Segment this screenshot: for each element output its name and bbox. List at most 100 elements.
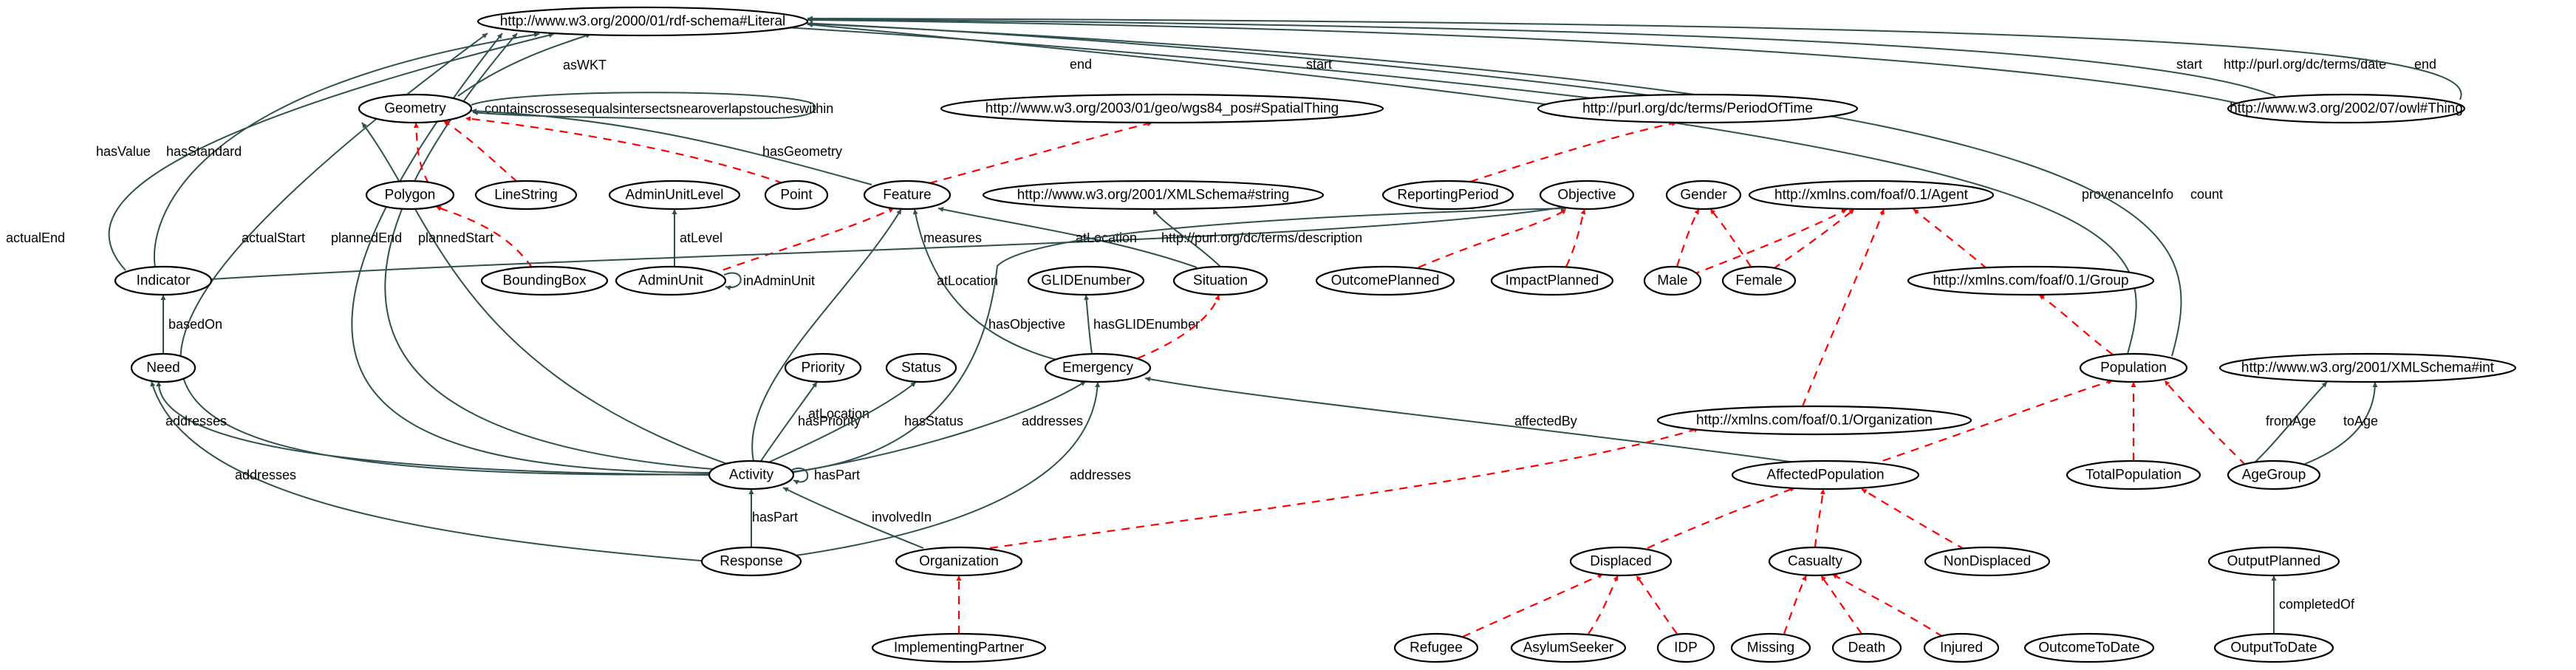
- edge-response-to-need: addresses: [150, 380, 710, 562]
- node-literal[interactable]: http://www.w3.org/2000/01/rdf-schema#Lit…: [476, 6, 809, 37]
- node-outcometodate[interactable]: OutcomeToDate: [2023, 632, 2155, 663]
- node-foaforg[interactable]: http://xmlns.com/foaf/0.1/Organization: [1656, 405, 1972, 436]
- node-priority[interactable]: Priority: [784, 352, 862, 383]
- node-geometry[interactable]: Geometry: [358, 93, 473, 124]
- edge-emergency-to-glidenumber: hasGLIDEnumber: [1084, 294, 1200, 355]
- node-implementingpartner[interactable]: ImplementingPartner: [871, 632, 1047, 663]
- node-affectedpopulation[interactable]: AffectedPopulation: [1731, 459, 1920, 490]
- node-impactplanned[interactable]: ImpactPlanned: [1490, 265, 1614, 296]
- node-objective[interactable]: Objective: [1539, 180, 1635, 211]
- property-arrow: [361, 122, 732, 466]
- node-adminunit[interactable]: AdminUnit: [615, 265, 727, 296]
- edge-label-e56: addresses: [1070, 468, 1131, 482]
- edge-label-e45: hasStatus: [904, 414, 963, 428]
- node-totalpopulation[interactable]: TotalPopulation: [2066, 459, 2201, 490]
- node-polygon[interactable]: Polygon: [365, 180, 455, 211]
- edge-activity-to-literal: actualEnd: [6, 33, 714, 476]
- node-missing[interactable]: Missing: [1730, 632, 1811, 663]
- edge-label-e2: end: [1070, 57, 1092, 72]
- node-agent[interactable]: http://xmlns.com/foaf/0.1/Agent: [1748, 180, 1995, 211]
- node-injured[interactable]: Injured: [1923, 632, 2000, 663]
- node-ellipse: [1044, 352, 1152, 383]
- node-xsdstring[interactable]: http://www.w3.org/2001/XMLSchema#string: [982, 180, 1325, 211]
- property-arrow: [760, 381, 818, 462]
- node-ellipse: [1569, 546, 1673, 577]
- node-idp[interactable]: IDP: [1656, 632, 1715, 663]
- edge-affectedpopulation-to-population: [1868, 379, 2114, 467]
- property-arrow: [807, 21, 2182, 357]
- edge-emergency-to-situation: [1137, 294, 1220, 360]
- node-gender[interactable]: Gender: [1665, 180, 1742, 211]
- node-label: Indicator: [137, 273, 191, 289]
- edge-male-to-agent: [1691, 208, 1848, 276]
- node-reportingperiod[interactable]: ReportingPeriod: [1381, 180, 1514, 211]
- node-refugee[interactable]: Refugee: [1393, 632, 1479, 663]
- node-feature[interactable]: Feature: [863, 180, 952, 211]
- property-arrow: [791, 468, 809, 485]
- node-ellipse: [2207, 546, 2340, 577]
- subclass-arrow: [2164, 380, 2247, 466]
- edge-indicator-to-objective: measures: [211, 205, 1567, 280]
- node-label: Death: [1848, 640, 1886, 656]
- node-ellipse: [764, 180, 829, 211]
- node-point[interactable]: Point: [764, 180, 829, 211]
- edge-agegroup-to-population: [2164, 380, 2247, 466]
- node-ellipse: [1490, 265, 1614, 296]
- property-arrow: [807, 17, 2239, 104]
- node-indicator[interactable]: Indicator: [114, 265, 213, 296]
- node-response[interactable]: Response: [700, 546, 802, 577]
- node-outputtodate[interactable]: OutputToDate: [2213, 632, 2334, 663]
- node-linestring[interactable]: LineString: [474, 180, 578, 211]
- node-glidenumber[interactable]: GLIDEnumber: [1027, 265, 1145, 296]
- node-agegroup[interactable]: AgeGroup: [2227, 459, 2321, 490]
- node-need[interactable]: Need: [130, 352, 197, 383]
- node-situation[interactable]: Situation: [1172, 265, 1268, 296]
- node-emergency[interactable]: Emergency: [1044, 352, 1152, 383]
- node-ellipse: [1721, 265, 1797, 296]
- node-displaced[interactable]: Displaced: [1569, 546, 1673, 577]
- node-organization[interactable]: Organization: [895, 546, 1023, 577]
- node-outputplanned[interactable]: OutputPlanned: [2207, 546, 2340, 577]
- property-arrow: [108, 33, 555, 271]
- node-population[interactable]: Population: [2079, 352, 2188, 383]
- node-ellipse: [2227, 93, 2466, 124]
- node-asylumseeker[interactable]: AsylumSeeker: [1510, 632, 1627, 663]
- edge-polygon-to-geometry: [413, 122, 429, 184]
- edge-owlthing-to-literal: start: [807, 17, 2239, 104]
- edge-outcomeplanned-to-objective: [1418, 208, 1567, 269]
- subclass-arrow: [1636, 575, 1678, 635]
- node-nondisplaced[interactable]: NonDisplaced: [1924, 546, 2051, 577]
- node-male[interactable]: Male: [1643, 265, 1702, 296]
- node-casualty[interactable]: Casualty: [1768, 546, 1862, 577]
- node-adminunitlevel[interactable]: AdminUnitLevel: [608, 180, 741, 211]
- property-arrow: [723, 272, 742, 291]
- edge-label-e46: addresses: [1022, 414, 1083, 428]
- edge-label-e26: measures: [923, 230, 982, 245]
- node-group[interactable]: http://xmlns.com/foaf/0.1/Group: [1907, 265, 2155, 296]
- subclass-arrow: [1861, 488, 1966, 550]
- node-female[interactable]: Female: [1721, 265, 1797, 296]
- edge-activity-to-literal: plannedEnd: [331, 33, 723, 471]
- edge-outputtodate-to-outputplanned: completedOf: [2271, 575, 2355, 634]
- node-ellipse: [1665, 180, 1742, 211]
- node-ellipse: [871, 632, 1047, 663]
- node-death[interactable]: Death: [1831, 632, 1902, 663]
- node-activity[interactable]: Activity: [708, 459, 795, 490]
- node-label: Point: [780, 188, 813, 203]
- edge-label-e5: http://purl.org/dc/terms/date: [2224, 57, 2386, 72]
- edge-label-e4: start: [2176, 57, 2202, 72]
- edge-label-e15: containscrossesequalsintersectsnearoverl…: [485, 101, 833, 116]
- node-spatialthing[interactable]: http://www.w3.org/2003/01/geo/wgs84_pos#…: [940, 93, 1384, 124]
- node-label: Polygon: [385, 188, 436, 203]
- node-status[interactable]: Status: [885, 352, 957, 383]
- node-owlthing[interactable]: http://www.w3.org/2002/07/owl#Thing: [2227, 93, 2466, 124]
- node-label: ReportingPeriod: [1397, 188, 1498, 203]
- edge-death-to-casualty: [1820, 575, 1862, 635]
- node-boundingbox[interactable]: BoundingBox: [480, 265, 609, 296]
- node-outcomeplanned[interactable]: OutcomePlanned: [1315, 265, 1455, 296]
- property-arrow: [156, 380, 710, 476]
- node-ellipse: [940, 93, 1384, 124]
- node-xsdint[interactable]: http://www.w3.org/2001/XMLSchema#int: [2218, 352, 2517, 383]
- node-periodoftime[interactable]: http://purl.org/dc/terms/PeriodOfTime: [1537, 93, 1859, 124]
- node-ellipse: [863, 180, 952, 211]
